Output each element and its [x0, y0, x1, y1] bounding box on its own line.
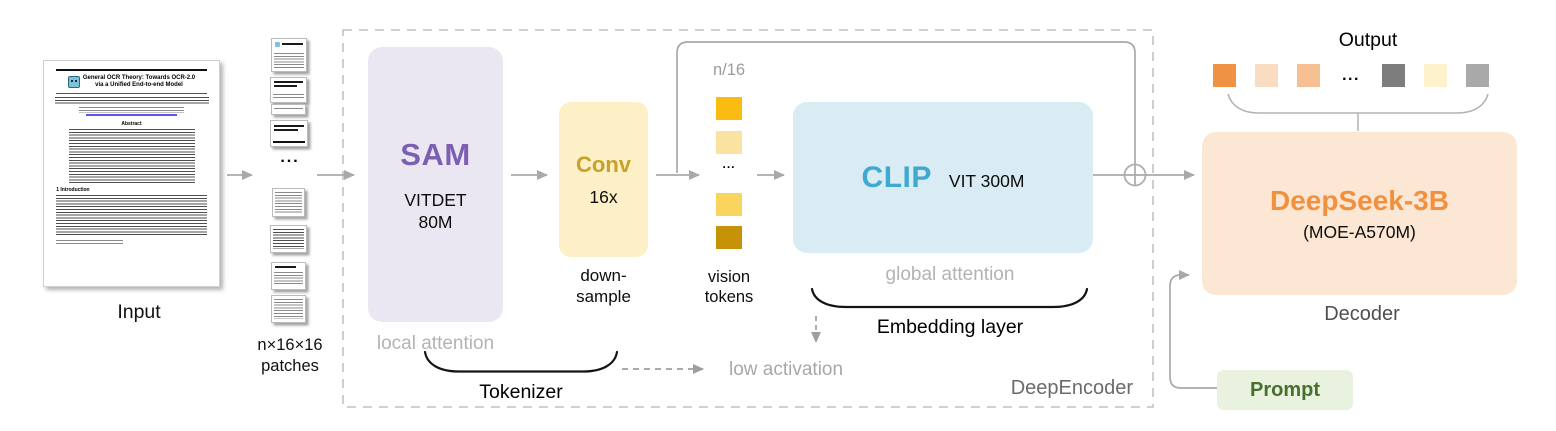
paper-authors-block	[54, 97, 209, 105]
page-patch	[271, 104, 306, 115]
paper-title: General OCR Theory: Towards OCR-2.0 via …	[82, 75, 196, 88]
output-token-square	[1297, 64, 1320, 87]
paper-link-line	[86, 114, 177, 116]
page-patch	[270, 77, 307, 103]
deepseek-subtitle: (MOE-A570M)	[1303, 221, 1416, 242]
page-patch	[270, 120, 308, 147]
page-patch	[271, 295, 306, 323]
paper-affiliations-block	[79, 107, 184, 113]
embedding-layer-brace	[810, 287, 1089, 309]
conv-title: Conv	[576, 151, 631, 177]
output-token-square	[1424, 64, 1447, 87]
output-token-square	[1255, 64, 1278, 87]
prompt-box: Prompt	[1217, 370, 1353, 410]
page-patch	[272, 188, 305, 217]
paper-section-heading: 1 Introduction	[56, 186, 90, 193]
deepseek-box: DeepSeek-3B (MOE-A570M)	[1202, 132, 1517, 295]
vision-tokens-ellipsis: ...	[722, 157, 736, 171]
sam-box: SAM VITDET 80M	[368, 47, 503, 322]
vision-tokens-label: vision tokens	[704, 268, 754, 306]
prompt-label: Prompt	[1250, 378, 1320, 401]
deepencoder-label: DeepEncoder	[1010, 377, 1133, 399]
paper-abstract-heading: Abstract	[121, 120, 142, 127]
output-token-square	[1213, 64, 1236, 87]
tokenizer-label: Tokenizer	[479, 381, 563, 403]
global-attention-caption: global attention	[885, 264, 1015, 285]
paper-divider-rule	[56, 93, 207, 94]
deepencoder-dashed-border	[342, 29, 1154, 408]
sam-detail: 80M	[418, 211, 453, 232]
input-paper-thumbnail: General OCR Theory: Towards OCR-2.0 via …	[43, 60, 220, 287]
paper-body-text	[56, 194, 207, 237]
sam-detail: VITDET	[404, 189, 467, 210]
output-token-square	[1466, 64, 1489, 87]
output-ellipsis: ...	[1342, 67, 1360, 84]
conv-detail: 16x	[589, 186, 618, 207]
page-patch	[271, 38, 307, 72]
vision-tokens-column: ...	[703, 90, 755, 260]
output-label: Output	[1338, 29, 1398, 51]
input-label: Input	[117, 301, 161, 323]
arrow-prompt-to-decoder	[1169, 270, 1217, 389]
clip-box: CLIP VIT 300M	[793, 102, 1093, 253]
paper-abstract-text	[68, 128, 195, 183]
patches-label: n×16×16 patches	[257, 336, 323, 375]
robot-logo-icon	[67, 76, 80, 88]
deepseek-title: DeepSeek-3B	[1270, 184, 1449, 216]
output-token-row: ...	[1213, 64, 1489, 87]
output-token-square	[1382, 64, 1405, 87]
conv-box: Conv 16x	[559, 102, 648, 257]
patches-ellipsis: ...	[280, 149, 300, 166]
skip-connection-line	[676, 41, 1136, 185]
output-bracket	[1227, 93, 1489, 131]
robot-logo-icon	[275, 42, 280, 47]
page-patch	[271, 262, 306, 290]
embedding-layer-label: Embedding layer	[876, 316, 1024, 338]
token-count-label: n/16	[712, 61, 746, 79]
low-activation-caption: low activation	[729, 359, 844, 380]
vision-token-square	[716, 226, 742, 249]
clip-detail: VIT 300M	[948, 170, 1025, 191]
vision-token-square	[716, 193, 742, 216]
decoder-label: Decoder	[1324, 303, 1400, 325]
downsample-caption: down- sample	[576, 266, 631, 306]
tokenizer-brace	[423, 350, 619, 373]
clip-title: CLIP	[861, 160, 932, 194]
vision-token-square	[716, 131, 742, 154]
paper-footnote-line	[56, 239, 123, 244]
page-patch	[270, 225, 307, 253]
sam-title: SAM	[400, 136, 471, 172]
vision-token-square	[716, 97, 742, 120]
local-attention-caption: local attention	[376, 333, 495, 354]
paper-top-rule	[56, 69, 207, 71]
add-icon	[1123, 163, 1147, 187]
